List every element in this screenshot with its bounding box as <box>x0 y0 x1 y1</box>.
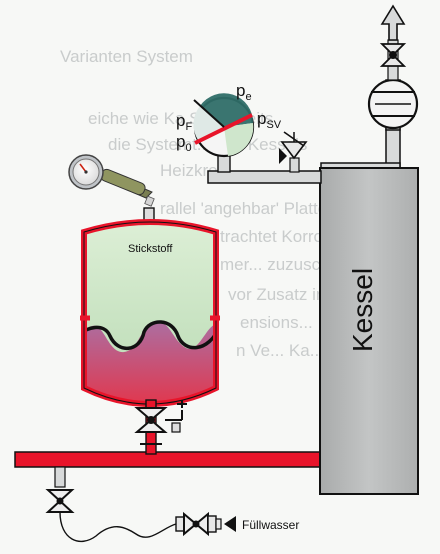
label-psv: pSV <box>257 109 282 131</box>
fill-hose-connector <box>175 511 222 537</box>
flow-arrow-up <box>380 4 406 41</box>
main-pipe <box>14 451 322 468</box>
circulation-pump <box>367 78 419 131</box>
bg-line: rallel 'angehbar' Platten <box>160 199 337 218</box>
background-page-text: Varianten System eiche wie Ka Sicherheit… <box>60 47 354 360</box>
label-p0: p0 <box>176 132 192 154</box>
fill-valve <box>45 489 75 513</box>
handheld-pressure-gauge <box>68 154 155 207</box>
nitrogen-label: Stickstoff <box>128 243 173 255</box>
expansion-vessel <box>80 219 220 407</box>
bg-line: vor Zusatz in <box>228 285 325 304</box>
bg-line: n Ve... Ka... <box>236 341 324 360</box>
fill-pipe-stub <box>54 466 66 488</box>
boiler <box>319 167 419 495</box>
safety-valve <box>279 131 308 173</box>
fill-hose <box>59 511 177 543</box>
fill-water-label: Füllwasser <box>242 518 299 532</box>
cap-valve <box>134 400 187 445</box>
pump-valve <box>379 39 407 81</box>
mounting-shelf <box>207 170 322 184</box>
label-pe: pe <box>236 81 252 103</box>
boiler-label: Kessel <box>347 268 378 352</box>
fill-arrow-icon <box>224 516 236 532</box>
bg-line: mer... zuzuschi... <box>220 255 348 274</box>
label-pf: pF <box>176 111 192 133</box>
bg-line: ensions... <box>240 313 313 332</box>
pressure-gauge <box>193 93 255 173</box>
bg-line: Varianten System <box>60 47 193 66</box>
